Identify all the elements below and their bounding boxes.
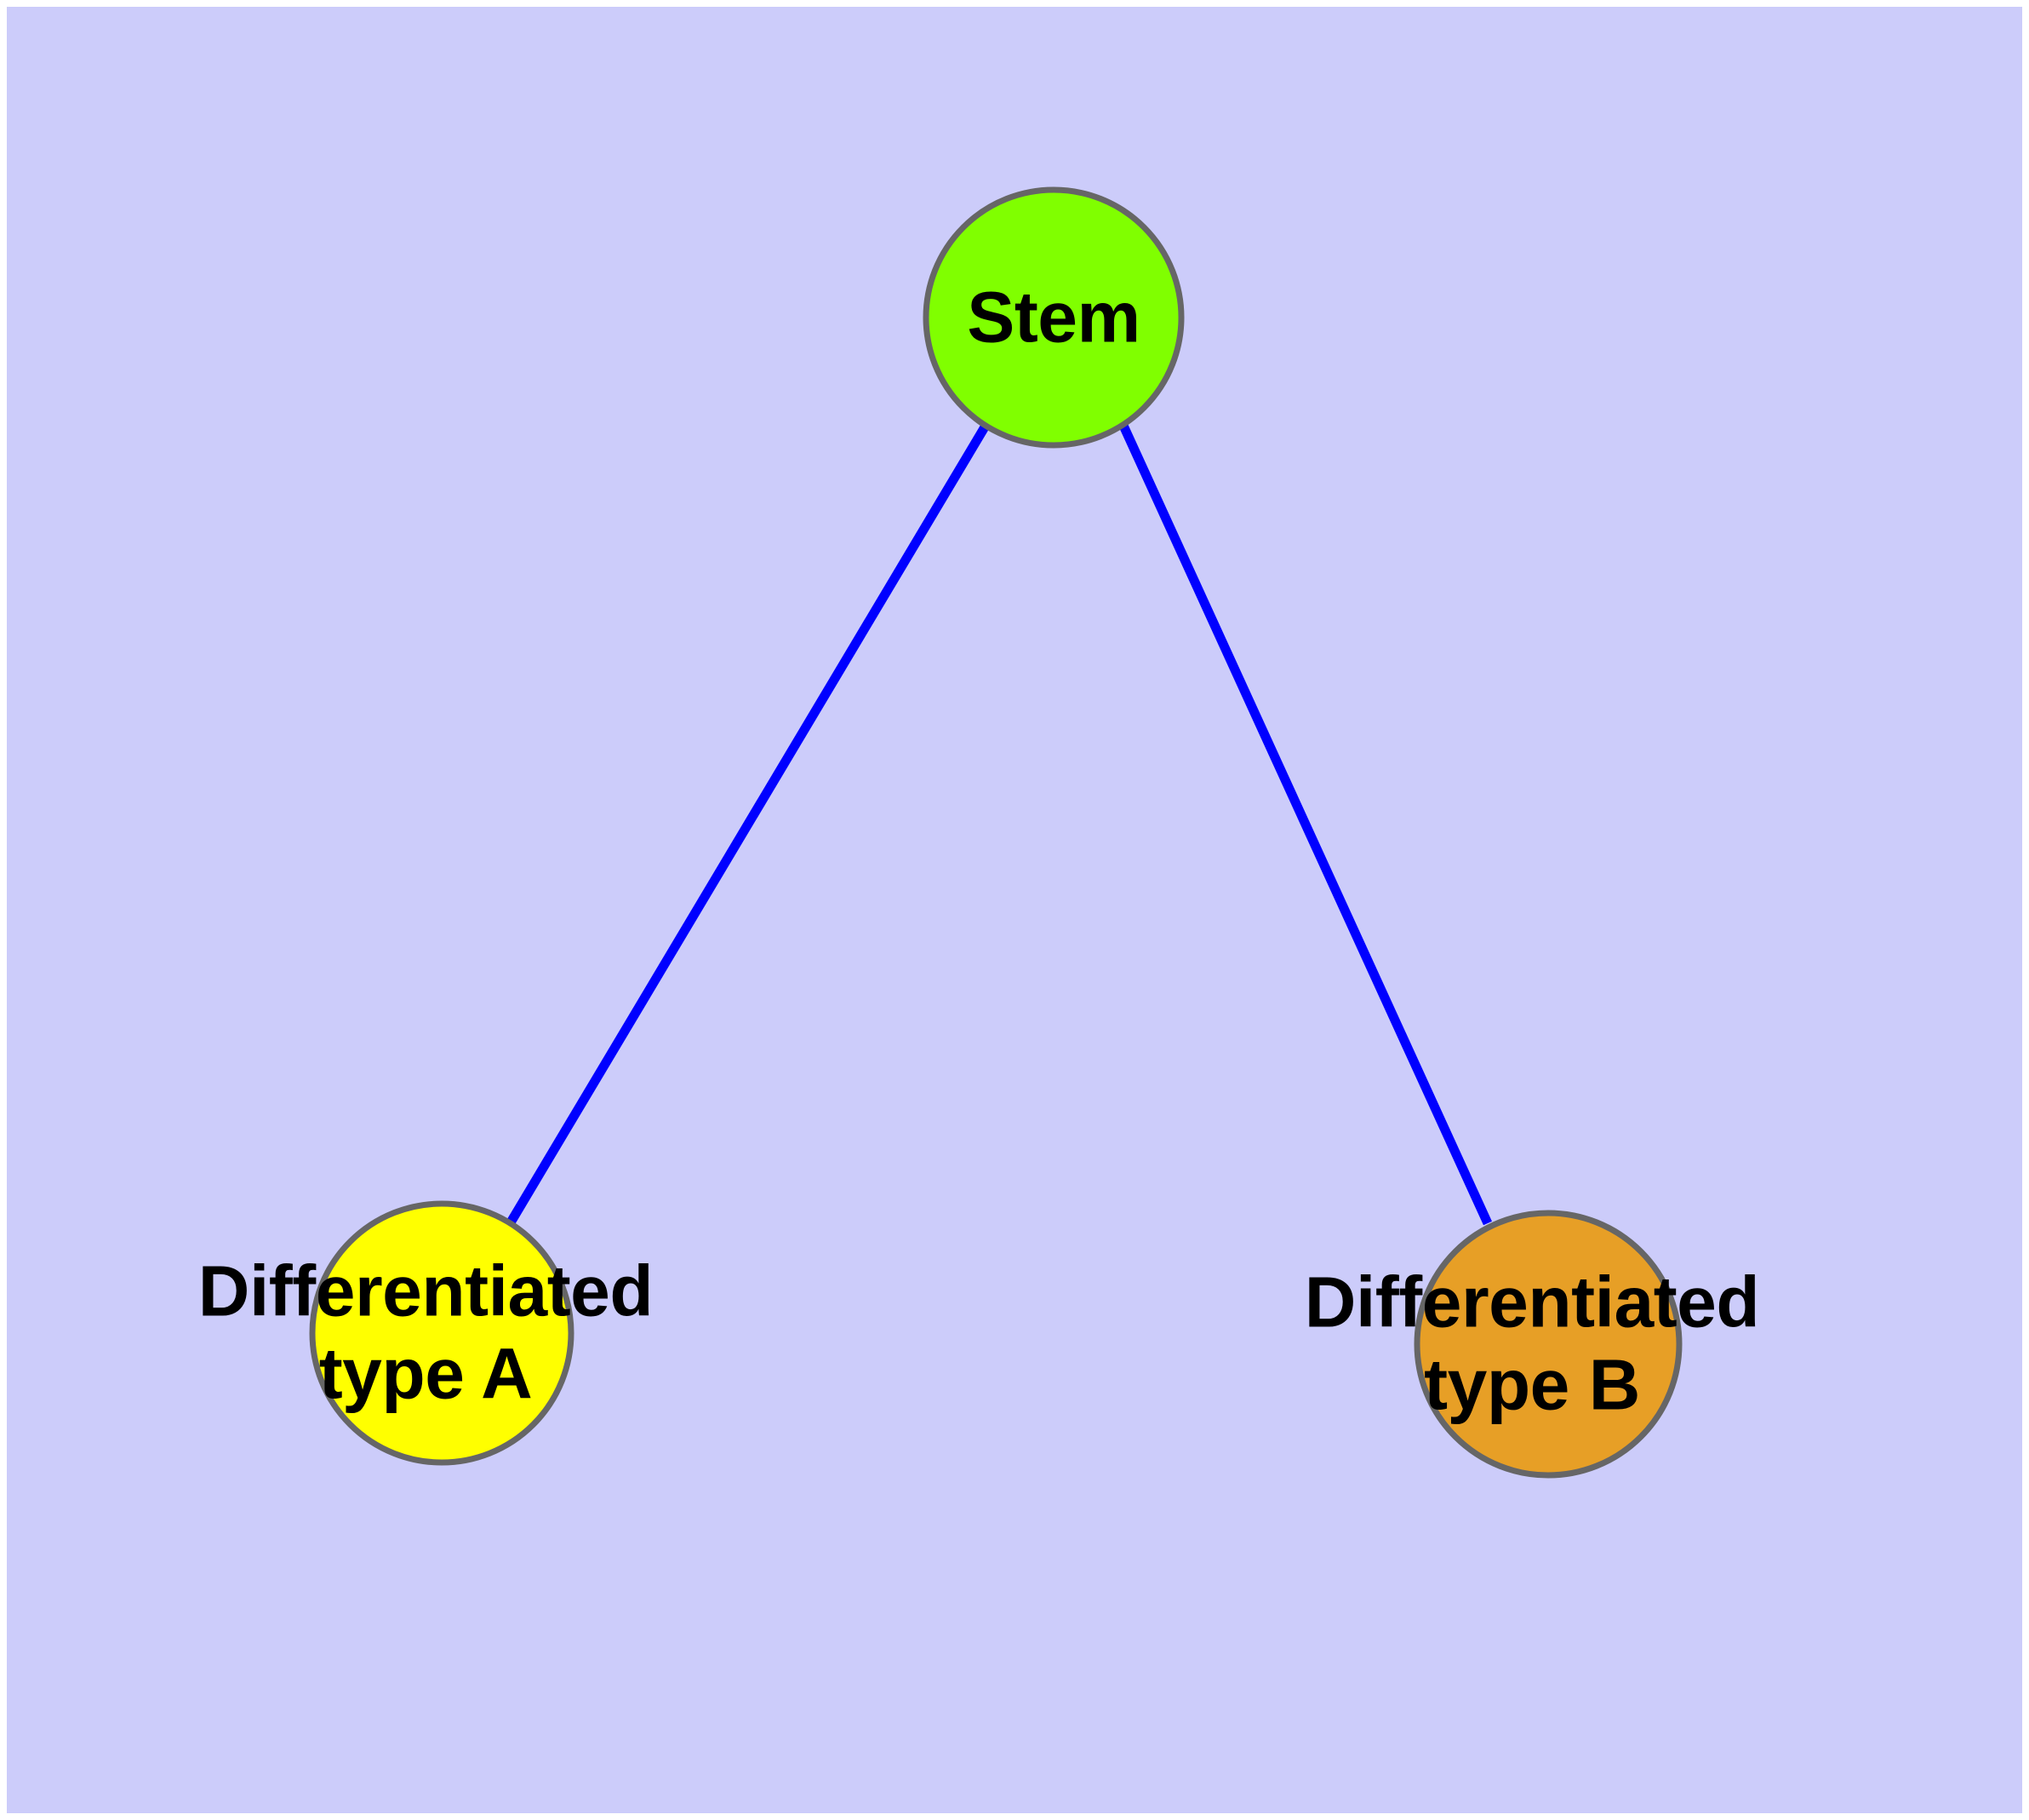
edge-stem-to-type-a[interactable] — [506, 423, 990, 1225]
node-differentiated-type-a[interactable] — [309, 1200, 574, 1466]
edge-stem-to-type-b[interactable] — [1118, 423, 1493, 1226]
node-differentiated-type-b[interactable] — [1414, 1210, 1683, 1479]
node-stem[interactable] — [923, 186, 1185, 449]
node-layer — [309, 186, 1683, 1479]
edge-layer — [506, 423, 1493, 1226]
